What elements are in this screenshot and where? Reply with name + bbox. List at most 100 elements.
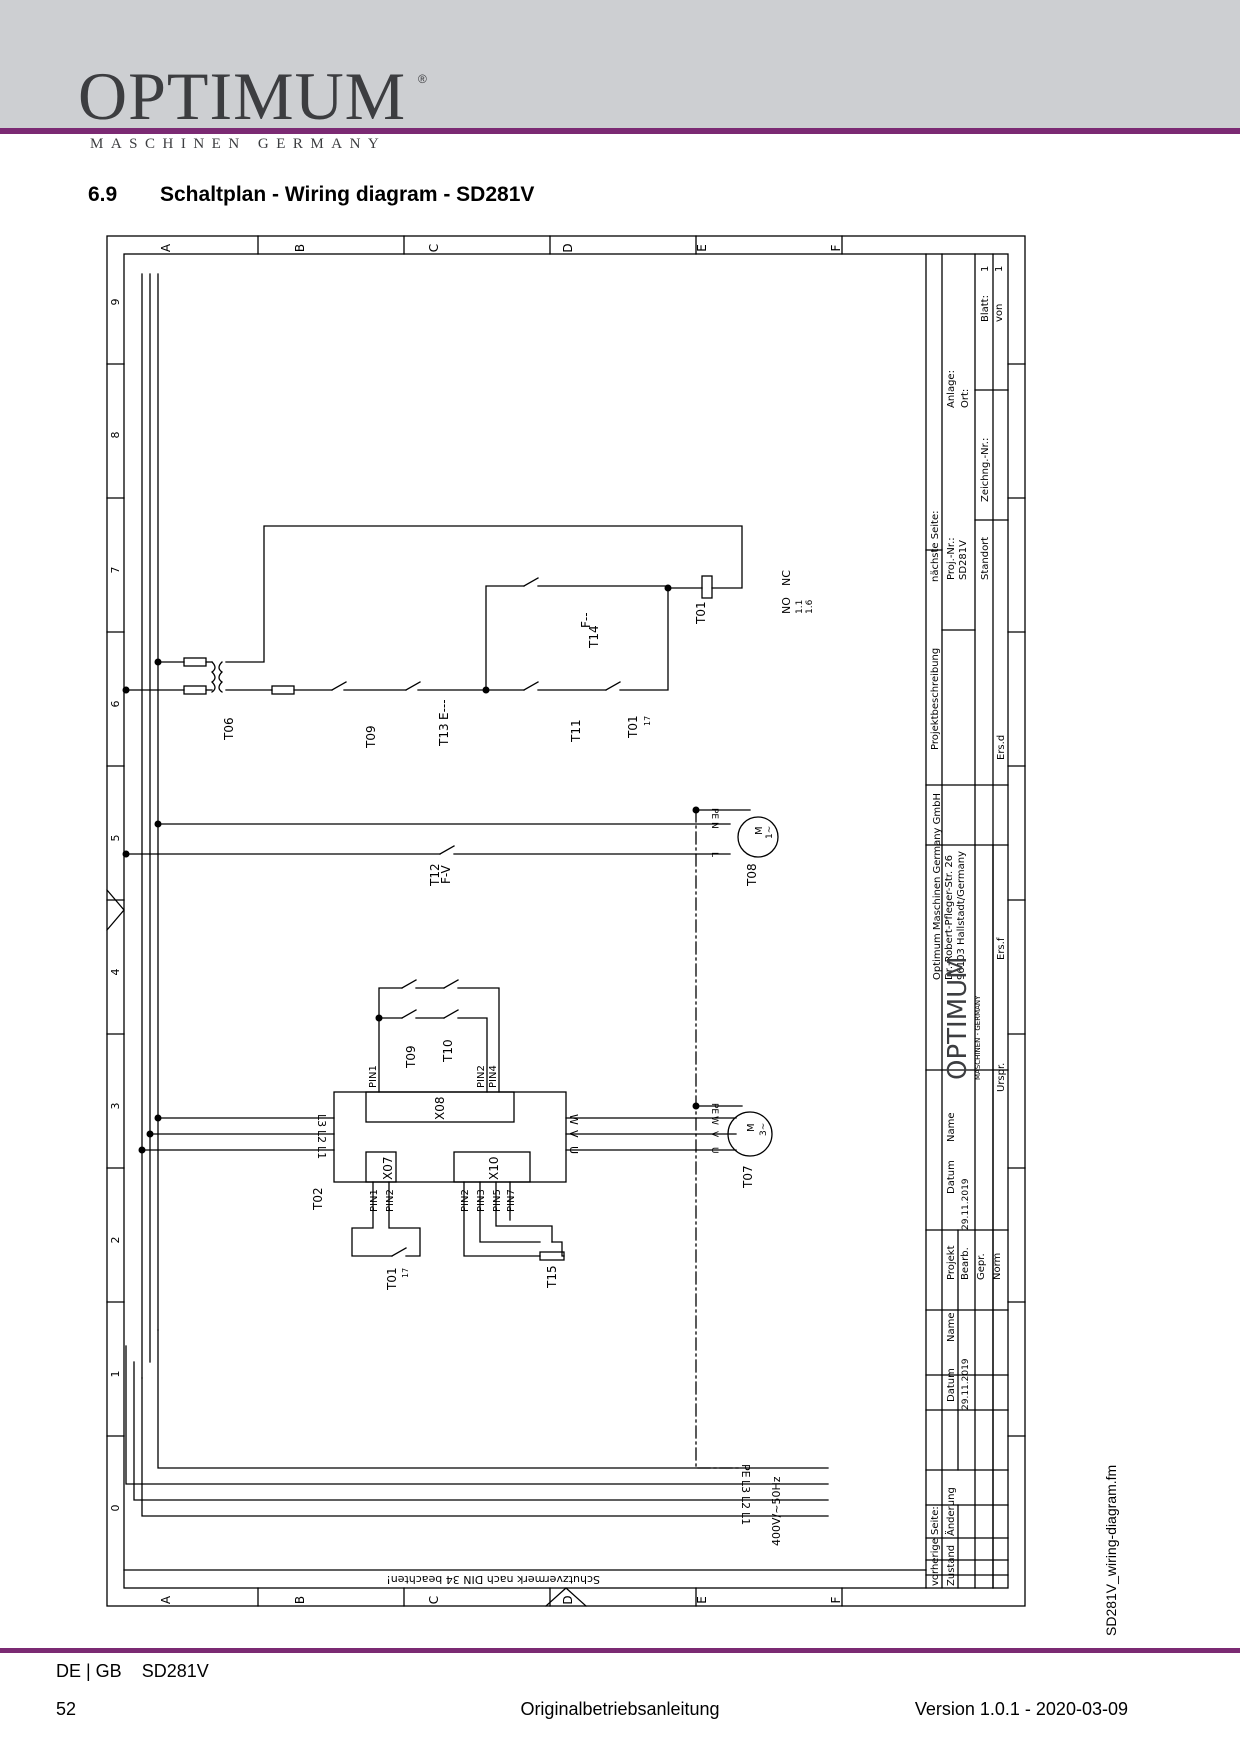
row-number-0: 0 [109, 1505, 122, 1512]
label-pin5-x10: PIN5 [492, 1189, 503, 1212]
tb-name-2: Name [946, 1312, 957, 1342]
label-nc: NC [780, 570, 793, 586]
label-e-dashes: E--- [437, 699, 451, 720]
label-t01-a: T01 [626, 715, 640, 739]
section-title-text: Schaltplan - Wiring diagram - SD281V [160, 183, 535, 206]
label-l1-bus: L1 [739, 1512, 752, 1525]
label-pin1-top: PIN1 [368, 1065, 379, 1088]
label-motor-t08: M [754, 826, 765, 835]
brand-logo: OPTIMUM [78, 58, 407, 134]
header-divider [0, 128, 1240, 134]
label-pin4-top: PIN4 [488, 1065, 499, 1088]
row-number-3: 3 [109, 1103, 122, 1110]
label-17-a: 17 [643, 716, 652, 726]
label-u-t07: U [709, 1147, 719, 1154]
label-n-t08: N [709, 822, 719, 829]
label-supply: 400V/~50Hz [770, 1476, 783, 1546]
col-letter-a-bottom: A [159, 1595, 173, 1604]
registered-mark: ® [418, 72, 427, 86]
row-number-1: 1 [109, 1371, 122, 1378]
label-t06: T06 [222, 717, 236, 741]
label-pin3-x10: PIN3 [476, 1189, 487, 1212]
col-letter-c-bottom: C [427, 1596, 441, 1604]
tb-gepr: Gepr. [976, 1253, 987, 1280]
brand-subtitle: MASCHINEN GERMANY [90, 136, 387, 152]
label-v-out: V [567, 1130, 580, 1138]
label-v-t07: V [709, 1131, 719, 1138]
tb-von-value: 1 [994, 266, 1005, 272]
label-l2-bus: L2 [739, 1496, 752, 1509]
tb-norm: Norm [992, 1253, 1003, 1280]
label-t15: T15 [545, 1265, 559, 1289]
tb-projektbeschreibung: Projektbeschreibung [930, 648, 941, 750]
tb-name-header: Name [946, 1112, 957, 1142]
tb-brand: OPTIMUM [943, 956, 973, 1080]
label-l3-bus: L3 [739, 1480, 752, 1493]
tb-model: SD281V [958, 540, 969, 580]
label-t09-b: T09 [404, 1045, 418, 1069]
label-f-dashes: F-- [579, 612, 593, 628]
tb-date-2: 29.11.2019 [961, 1358, 971, 1410]
label-pin2-top: PIN2 [476, 1065, 487, 1088]
tb-proj-nr: Proj.-Nr.: [946, 537, 957, 580]
row-number-7: 7 [109, 567, 122, 574]
label-x07: X07 [381, 1157, 395, 1181]
tb-blatt-value: 1 [980, 266, 991, 272]
footer-divider [0, 1648, 1240, 1653]
label-t07: T07 [741, 1165, 755, 1189]
col-letter-e-bottom: E [695, 1596, 709, 1604]
tb-aenderung: Änderung [944, 1487, 957, 1536]
tb-standort: Standort [980, 537, 991, 580]
side-filename: SD281V_wiring-diagram.fm [1103, 1464, 1119, 1636]
label-ref-1-6: 1.6 [805, 599, 815, 614]
row-number-6: 6 [109, 701, 122, 708]
label-l-t08: L [709, 852, 719, 857]
col-letter-d-top: D [561, 243, 575, 252]
label-pe-bus: PE [739, 1464, 752, 1478]
label-t08: T08 [745, 863, 759, 887]
tb-company-line1: Optimum Maschinen Germany GmbH [932, 793, 943, 980]
col-letter-a-top: A [159, 243, 173, 252]
tb-date-1: 29.11.2019 [961, 1178, 971, 1230]
label-ref-1-1: 1.1 [795, 600, 805, 614]
col-letter-f-top: F [829, 244, 843, 251]
wiring-diagram: A B C D E F A B C D E F 9 8 7 6 5 4 3 2 … [106, 235, 1026, 1607]
footer-language: DE | GB SD281V [56, 1661, 209, 1682]
page-number: 52 [56, 1699, 77, 1719]
label-t01-c: T01 [385, 1267, 399, 1291]
footer-version: Version 1.0.1 - 2020-03-09 [914, 1699, 1128, 1719]
tb-blatt: Blatt: [980, 295, 991, 322]
row-number-2: 2 [109, 1237, 122, 1244]
col-letter-c-top: C [427, 244, 441, 252]
tb-zeichng-nr: Zeichng.-Nr.: [980, 438, 991, 502]
tb-ers-d: Ers.d [996, 735, 1007, 760]
label-t02: T02 [311, 1187, 325, 1211]
tb-datum-2: Datum [946, 1368, 957, 1402]
col-letter-d-bottom: D [561, 1595, 575, 1604]
label-w-out: W [567, 1114, 580, 1125]
label-motor-t07: M [746, 1123, 757, 1132]
tb-ursp: Urspr. [996, 1063, 1007, 1092]
tb-von: von [994, 304, 1005, 322]
tb-zustand: Zustand [946, 1545, 957, 1586]
label-l2-in: L2 [315, 1130, 328, 1143]
col-letter-b-top: B [293, 244, 307, 252]
din-note: Schutzvermerk nach DIN 34 beachten! [386, 1573, 600, 1586]
label-l1-in: L1 [315, 1146, 328, 1159]
label-pe-t07: PE [709, 1103, 719, 1114]
tb-projekt: Projekt [946, 1245, 957, 1280]
label-t01-b: T01 [694, 601, 708, 625]
label-pin7-x10: PIN7 [506, 1189, 517, 1212]
label-t09-a: T09 [364, 725, 378, 749]
tb-ers-f: Ers.f [996, 937, 1007, 960]
col-letter-b-bottom: B [293, 1596, 307, 1604]
tb-company-line3: 96103 Hallstadt/Germany [956, 851, 967, 980]
label-x08: X08 [433, 1097, 447, 1121]
label-t14: T14 [587, 625, 601, 649]
label-t10: T10 [441, 1039, 455, 1063]
label-pin1-x07: PIN1 [369, 1189, 380, 1212]
row-number-8: 8 [109, 432, 122, 439]
label-17-b: 17 [401, 1268, 410, 1278]
tb-vorherige-seite: vorherige Seite: [930, 1506, 941, 1586]
footer-model: SD281V [141, 1661, 209, 1681]
